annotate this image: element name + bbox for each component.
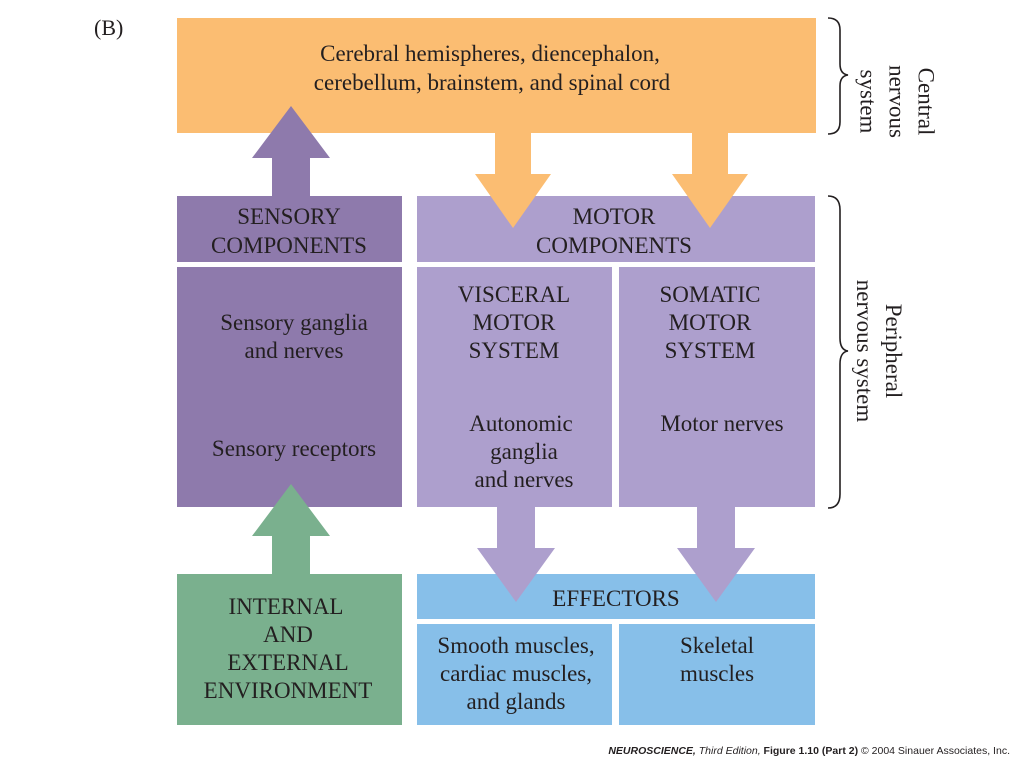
somatic-line3: SYSTEM	[664, 338, 756, 363]
environment-line2: AND	[263, 622, 313, 647]
cns-text-line2: cerebellum, brainstem, and spinal cord	[313, 70, 671, 95]
skeletal-muscles-box	[619, 624, 815, 725]
cns-bracket-label-line3: system	[855, 69, 881, 134]
motor-nerves: Motor nerves	[660, 411, 784, 436]
somatic-line1: SOMATIC	[659, 282, 761, 307]
credit-book: NEUROSCIENCE,	[608, 745, 696, 757]
environment-line1: INTERNAL	[228, 594, 344, 619]
sensory-ganglia-line2: and nerves	[244, 338, 344, 363]
somatic-line2: MOTOR	[668, 310, 752, 335]
somatic-to-effectors-arrow	[677, 506, 755, 602]
sensory-body-box	[177, 267, 402, 507]
sensory-receptors: Sensory receptors	[211, 436, 377, 461]
credit-copyright: © 2004 Sinauer Associates, Inc.	[858, 745, 1010, 757]
sensory-to-cns-arrow	[252, 106, 330, 196]
environment-line3: EXTERNAL	[227, 650, 349, 675]
sensory-header-line1: SENSORY	[237, 204, 341, 229]
autonomic-line3: and nerves	[474, 467, 574, 492]
visceral-line1: VISCERAL	[457, 282, 571, 307]
figure-credit: NEUROSCIENCE, Third Edition, Figure 1.10…	[608, 745, 1010, 757]
sensory-header-line2: COMPONENTS	[211, 233, 367, 258]
sensory-ganglia-line1: Sensory ganglia	[220, 310, 368, 335]
pns-bracket-label: Peripheral nervous system	[850, 251, 908, 451]
cns-text-line1: Cerebral hemispheres, diencephalon,	[320, 41, 660, 66]
pns-bracket	[827, 195, 849, 509]
cns-to-somatic-arrow	[672, 132, 748, 228]
cns-to-visceral-arrow	[475, 132, 551, 228]
effectors-header: EFFECTORS	[552, 586, 680, 611]
sensory-header-box	[177, 196, 402, 262]
autonomic-line1: Autonomic	[469, 411, 573, 436]
pns-bracket-label-line2: nervous system	[852, 279, 877, 423]
cns-bracket-label-line2: nervous	[884, 65, 910, 138]
visceral-to-effectors-arrow	[477, 506, 555, 602]
motor-header-line2: COMPONENTS	[536, 233, 692, 258]
pns-bracket-label-line1: Peripheral	[881, 303, 906, 399]
smooth-muscles-box	[417, 624, 612, 725]
autonomic-line2: ganglia	[490, 439, 558, 464]
smooth-line2: cardiac muscles,	[440, 661, 592, 686]
skeletal-line1: Skeletal	[679, 633, 755, 658]
credit-edition: Third Edition,	[695, 745, 761, 757]
motor-header-box	[417, 196, 815, 262]
environment-line4: ENVIRONMENT	[203, 678, 373, 703]
visceral-motor-box	[417, 267, 612, 507]
cns-bracket	[827, 17, 849, 135]
smooth-line3: and glands	[466, 689, 566, 714]
cns-box	[177, 18, 816, 133]
panel-label: (B)	[94, 15, 124, 40]
somatic-motor-box	[619, 267, 815, 507]
cns-bracket-label-line1: Central	[913, 67, 939, 136]
skeletal-line2: muscles	[679, 661, 755, 686]
credit-figure: Figure 1.10 (Part 2)	[760, 745, 859, 757]
smooth-line1: Smooth muscles,	[437, 633, 595, 658]
effectors-header-box	[417, 574, 815, 619]
cns-bracket-label: Central nervous system	[854, 37, 941, 167]
visceral-line3: SYSTEM	[468, 338, 560, 363]
visceral-line2: MOTOR	[472, 310, 556, 335]
environment-to-sensory-arrow	[252, 484, 330, 574]
environment-box	[177, 574, 402, 725]
motor-header-line1: MOTOR	[572, 204, 656, 229]
